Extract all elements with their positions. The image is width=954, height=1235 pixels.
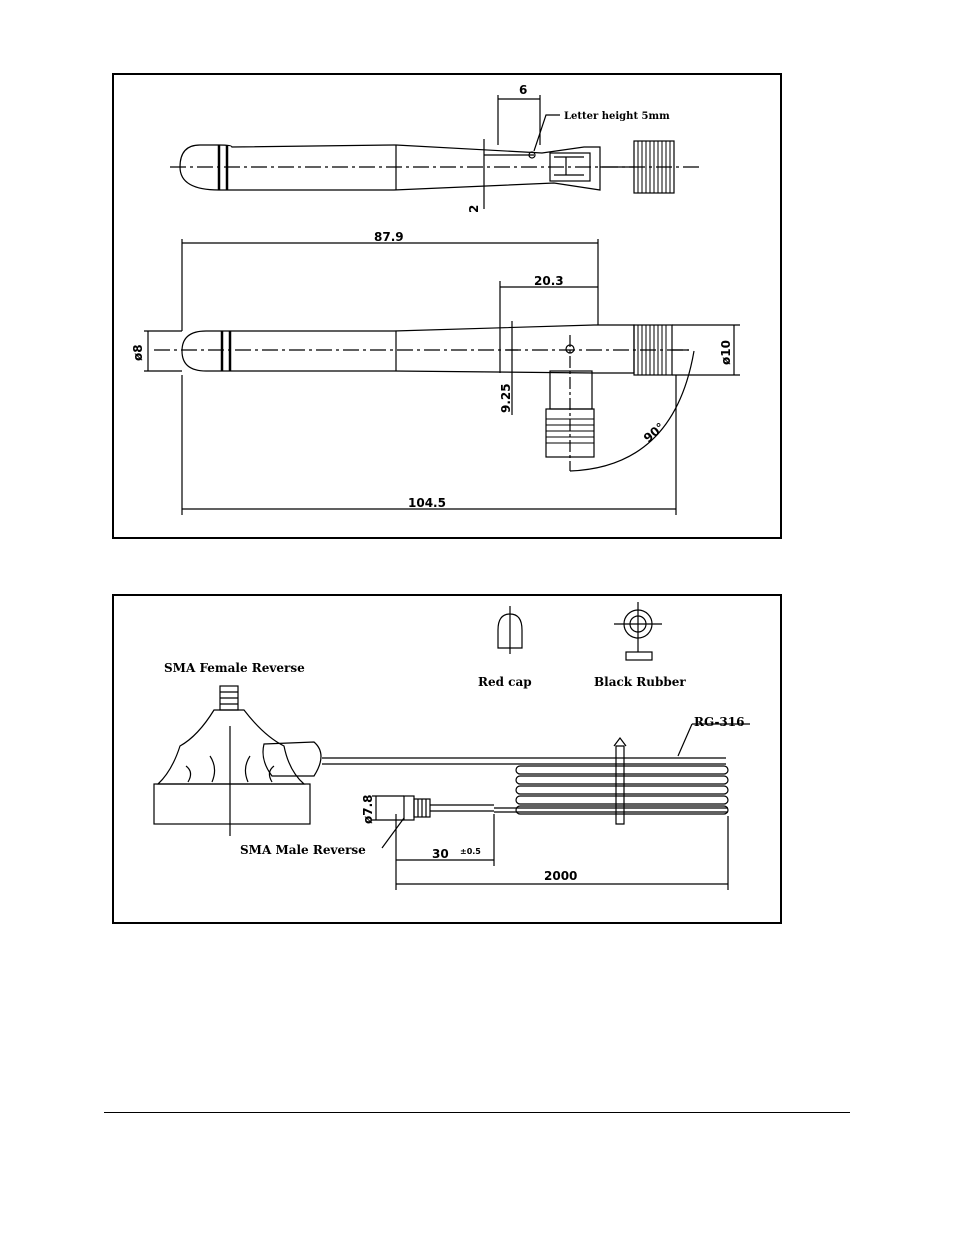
- magnetic-base: [154, 686, 321, 836]
- dim-cable-length: 2000: [544, 869, 577, 883]
- antenna-side-view: [154, 325, 689, 471]
- label-sma-male-reverse: SMA Male Reverse: [240, 843, 366, 857]
- antenna-drawing-panel: 6 Letter height 5mm 2 87.9 20.3 ø8 ø10 9…: [112, 73, 782, 539]
- dim-connector-dia: ø7.8: [361, 794, 375, 824]
- base-drawing: SMA Female Reverse Red cap Black Rubber …: [114, 596, 780, 922]
- antenna-folded-view: [170, 141, 699, 193]
- antenna-drawing: 6 Letter height 5mm 2 87.9 20.3 ø8 ø10 9…: [114, 75, 780, 537]
- dim-diameter-connector: ø10: [719, 340, 733, 365]
- dim-tolerance: ±0.5: [460, 847, 481, 856]
- red-cap-icon: [498, 606, 522, 654]
- dim-top-width: 6: [519, 83, 527, 97]
- sma-male-connector: [404, 796, 728, 820]
- dim-overall-length: 104.5: [408, 496, 446, 510]
- label-black-rubber: Black Rubber: [594, 675, 686, 689]
- cable-coil: [516, 738, 728, 824]
- dim-overall-straight: 87.9: [374, 230, 404, 244]
- base-drawing-panel: SMA Female Reverse Red cap Black Rubber …: [112, 594, 782, 924]
- footer-rule: [104, 1112, 850, 1113]
- label-red-cap: Red cap: [478, 675, 532, 689]
- dim-strip-length: 30: [432, 847, 449, 861]
- dim-diameter-tip: ø8: [131, 344, 145, 361]
- dim-angle: 90°: [641, 420, 667, 445]
- dim-top-offset: 2: [467, 205, 481, 213]
- label-sma-female-reverse: SMA Female Reverse: [164, 661, 305, 675]
- dim-connector-offset: 20.3: [534, 274, 564, 288]
- dim-pivot-height: 9.25: [499, 383, 513, 413]
- black-rubber-icon: [614, 602, 662, 660]
- label-rg316: RG-316: [694, 715, 744, 729]
- letter-height-note: Letter height 5mm: [564, 111, 670, 122]
